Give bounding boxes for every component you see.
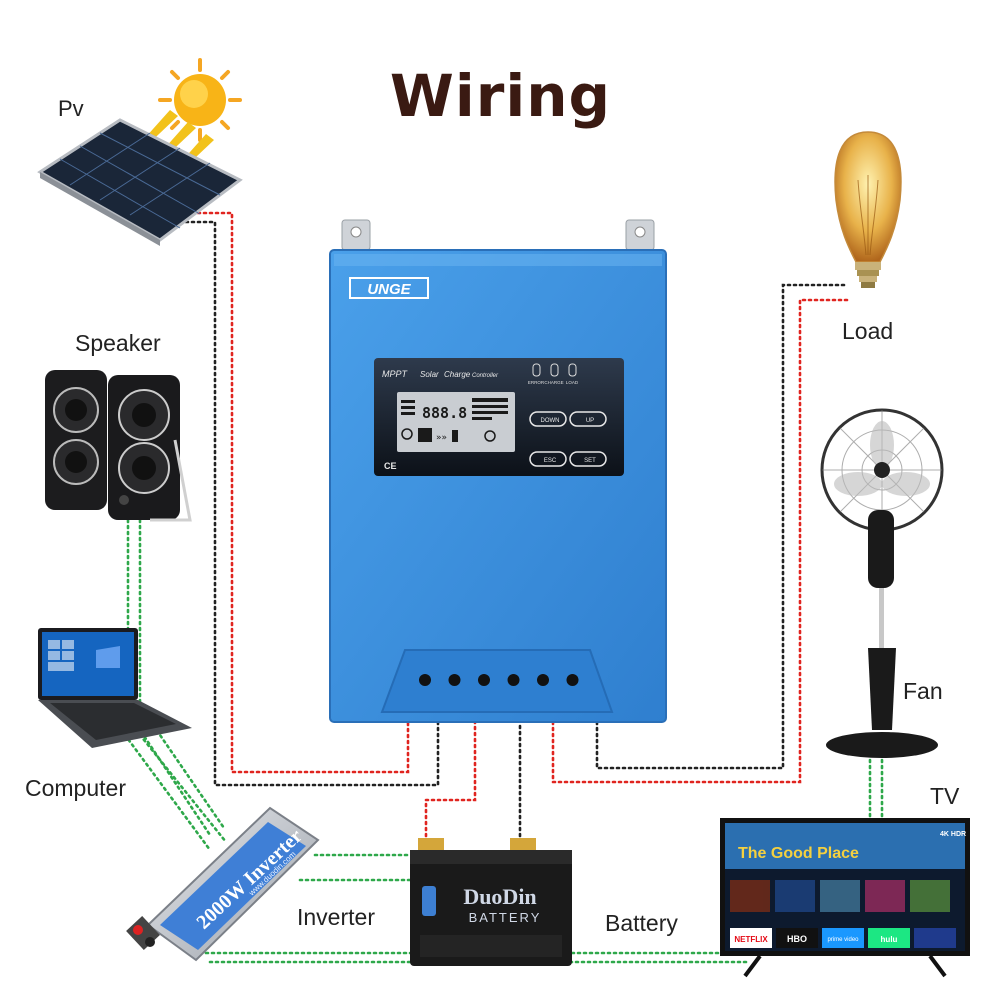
mounting-tab-right bbox=[625, 219, 655, 251]
button-esc[interactable]: ESC bbox=[529, 451, 567, 467]
label-load: Load bbox=[842, 318, 894, 344]
svg-text:DOWN: DOWN bbox=[541, 418, 560, 424]
charge-controller: UNGE MPPT Solar Charge Controller ERROR … bbox=[329, 219, 667, 723]
terminal-hole bbox=[537, 674, 549, 686]
inverter-icon: 2000W Inverter www.duodin.com bbox=[126, 806, 320, 962]
load-negative-wire bbox=[595, 283, 850, 770]
label-fan: Fan bbox=[903, 678, 943, 704]
pv-positive-wire bbox=[178, 211, 410, 774]
computer-ac-wire-1 bbox=[123, 733, 212, 852]
right-speaker bbox=[108, 375, 192, 522]
terminal-block bbox=[380, 649, 614, 713]
pv-negative-wire bbox=[178, 220, 440, 787]
label-battery: Battery bbox=[605, 910, 678, 936]
controller-brand: UNGE bbox=[367, 281, 411, 298]
computer-ac-wire-2 bbox=[138, 733, 228, 844]
sun-icon bbox=[158, 58, 242, 142]
lcd-sun-icon bbox=[401, 428, 413, 440]
panel-text-controller: Controller bbox=[472, 373, 499, 379]
laptop-icon bbox=[38, 628, 192, 748]
tv-app-prime: prime video bbox=[822, 928, 864, 948]
lcd-bulb-icon bbox=[484, 430, 496, 442]
tv-show-title: The Good Place bbox=[738, 845, 859, 862]
terminal-hole bbox=[507, 674, 520, 686]
tv-app-netflix: NETFLIX bbox=[730, 928, 772, 948]
led-label-load: LOAD bbox=[566, 380, 579, 385]
svg-text:prime video: prime video bbox=[827, 937, 859, 943]
button-up[interactable]: UP bbox=[569, 411, 607, 427]
led-label-charge: CHARGE bbox=[544, 380, 563, 385]
battery-positive-wire bbox=[424, 720, 477, 844]
svg-text:»»: »» bbox=[436, 433, 447, 443]
speaker-ac-wire-2 bbox=[138, 518, 226, 830]
tv-app-hbo: HBO bbox=[776, 928, 818, 948]
led-label-error: ERROR bbox=[528, 380, 545, 385]
svg-text:UP: UP bbox=[586, 418, 594, 424]
status-leds: ERROR CHARGE LOAD bbox=[528, 363, 579, 385]
label-pv: Pv bbox=[58, 96, 84, 121]
battery-icon: DuoDin BATTERY bbox=[410, 838, 572, 966]
button-set[interactable]: SET bbox=[569, 451, 607, 467]
tv-icon: The Good Place 4K HDR NETFLIX HBO prime … bbox=[720, 818, 970, 978]
svg-text:SET: SET bbox=[584, 458, 596, 464]
lcd-readout: 888.8 bbox=[422, 404, 467, 422]
ce-mark: CE bbox=[384, 461, 397, 471]
terminal-holes bbox=[419, 674, 579, 686]
tv-app-hulu: hulu bbox=[868, 928, 910, 948]
label-speaker: Speaker bbox=[75, 330, 161, 356]
wires bbox=[123, 211, 884, 964]
svg-text:hulu: hulu bbox=[881, 935, 898, 944]
diagram-title: Wiring bbox=[389, 62, 612, 130]
load-positive-wire bbox=[551, 298, 850, 784]
svg-text:ESC: ESC bbox=[544, 458, 557, 464]
label-inverter: Inverter bbox=[297, 904, 375, 930]
panel-text-mppt: MPPT bbox=[382, 369, 409, 379]
label-computer: Computer bbox=[25, 775, 126, 801]
svg-text:HBO: HBO bbox=[787, 934, 807, 944]
button-down[interactable]: DOWN bbox=[529, 411, 567, 427]
speaker-icon bbox=[45, 370, 192, 522]
panel-text-solar: Solar bbox=[420, 370, 439, 379]
fan-icon bbox=[820, 408, 944, 758]
terminal-hole bbox=[448, 674, 461, 686]
terminal-hole bbox=[478, 674, 490, 686]
left-speaker bbox=[45, 370, 107, 510]
mounting-tab-left bbox=[341, 219, 371, 251]
tv-badge: 4K HDR bbox=[940, 831, 966, 838]
svg-text:NETFLIX: NETFLIX bbox=[734, 935, 768, 944]
battery-sub-text: BATTERY bbox=[469, 910, 542, 925]
terminal-hole bbox=[566, 674, 579, 686]
label-tv: TV bbox=[930, 783, 960, 809]
terminal-hole bbox=[419, 674, 431, 686]
panel-text-charge: Charge bbox=[444, 370, 471, 379]
solar-panel-icon bbox=[37, 118, 243, 246]
light-bulb-icon bbox=[834, 131, 902, 288]
battery-brand-text: DuoDin bbox=[463, 884, 536, 909]
